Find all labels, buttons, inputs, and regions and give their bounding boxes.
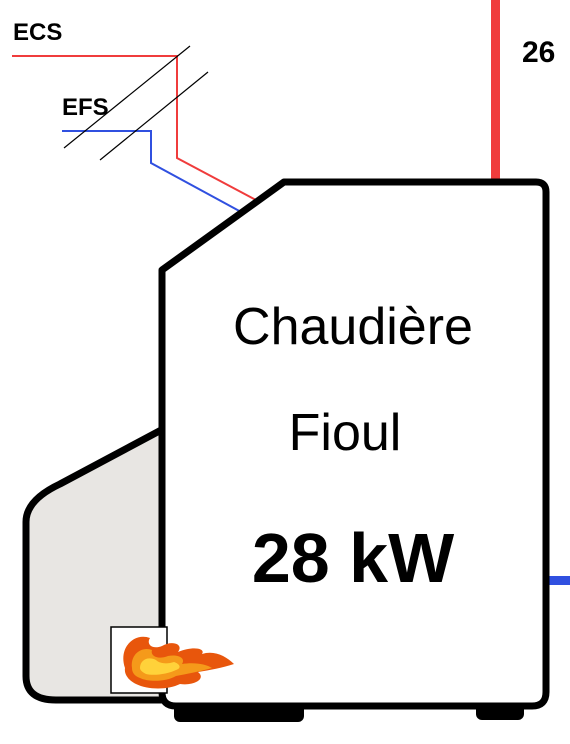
- pipe-break-hatch: [63, 45, 209, 161]
- efs-pipe: [62, 130, 244, 214]
- flame-icon: [123, 636, 234, 689]
- boiler-title-line2: Fioul: [289, 404, 402, 462]
- hot-riser-pipe: [491, 0, 500, 182]
- ecs-pipe: [12, 55, 257, 201]
- boiler-body: [158, 178, 550, 710]
- right-top-label: 26: [522, 36, 555, 69]
- cold-outlet-pipe: [548, 576, 570, 585]
- ecs-label: ECS: [13, 19, 62, 46]
- boiler-title-line1: Chaudière: [233, 298, 473, 356]
- efs-label: EFS: [62, 94, 109, 121]
- boiler-power: 28 kW: [252, 519, 454, 597]
